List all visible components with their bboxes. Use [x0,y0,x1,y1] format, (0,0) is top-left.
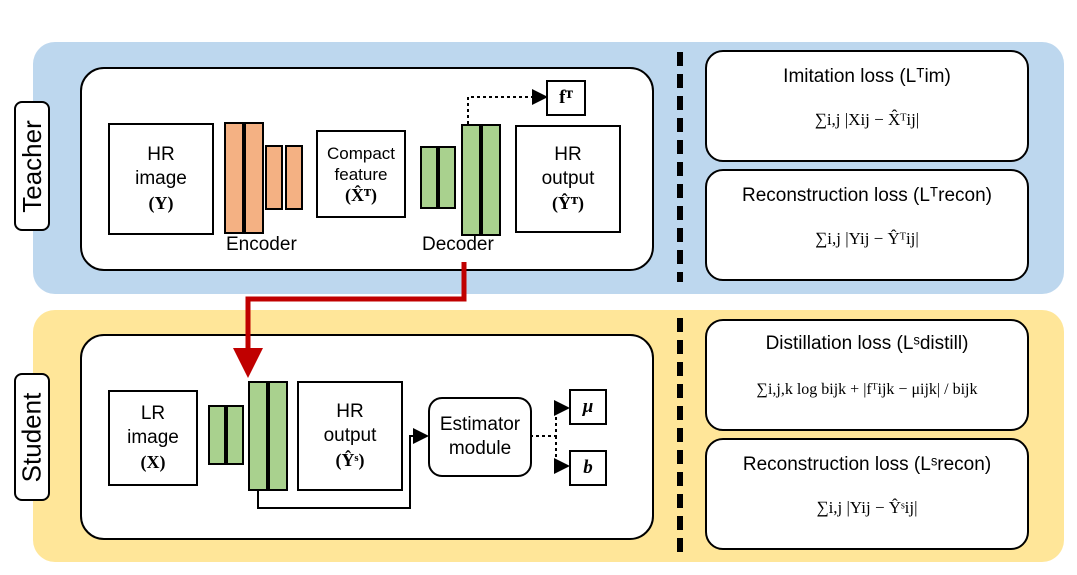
teacher-recon-loss-formula: ∑i,j |Yij − Ŷᵀij| [815,229,919,248]
mu-output: μ [569,389,607,425]
teacher-feature-output: fᵀ [546,80,586,116]
teacher-recon-loss-box: Reconstruction loss (Lᵀrecon) ∑i,j |Yij … [705,169,1029,281]
b-output: b [569,450,607,486]
teacher-hr-image-symbol: (Y) [148,193,174,213]
student-decoder-layer-4 [268,381,288,491]
imitation-loss-title: Imitation loss (Lᵀim) [783,66,951,87]
compact-feature-box: Compact feature (X̂ᵀ) [316,130,406,218]
teacher-hr-output-symbol: (Ŷᵀ) [552,193,584,213]
estimator-module: Estimator module [428,397,532,477]
encoder-layer-2 [244,122,264,234]
distillation-loss-box: Distillation loss (Lˢdistill) ∑i,j,k log… [705,319,1029,431]
imitation-loss-box: Imitation loss (Lᵀim) ∑i,j |Xij − X̂ᵀij| [705,50,1029,162]
teacher-recon-loss-title: Reconstruction loss (Lᵀrecon) [741,185,993,206]
student-decoder-layer-1 [208,405,226,465]
teacher-decoder-layer-2 [438,146,456,209]
teacher-decoder-layer-3 [461,124,481,236]
student-hr-output-box: HR output (Ŷˢ) [297,381,403,491]
feature-arrow [467,89,548,124]
mu-arrow [530,400,570,437]
estimator-input-arrow [257,428,429,509]
student-recon-loss-formula: ∑i,j |Yij − Ŷˢij| [816,498,918,517]
teacher-label-tag: Teacher [14,101,50,231]
encoder-label: Encoder [226,234,297,255]
teacher-hr-image-box: HR image (Y) [108,123,214,235]
student-label-tag: Student [14,373,50,501]
teacher-decoder-layer-4 [481,124,501,236]
student-recon-loss-box: Reconstruction loss (Lˢrecon) ∑i,j |Yij … [705,438,1029,550]
imitation-loss-formula: ∑i,j |Xij − X̂ᵀij| [814,110,920,129]
distillation-loss-formula: ∑i,j,k log bijk + |fᵀijk − μijk| / bijk [756,381,978,398]
teacher-decoder-layer-1 [420,146,438,209]
encoder-layer-3 [265,145,283,210]
student-recon-loss-title: Reconstruction loss (Lˢrecon) [742,454,992,475]
compact-feature-symbol: (X̂ᵀ) [345,184,377,205]
encoder-layer-1 [224,122,244,234]
encoder-layer-4 [285,145,303,210]
student-decoder-layer-2 [226,405,244,465]
teacher-hr-output-box: HR output (Ŷᵀ) [515,125,621,233]
student-lr-image-symbol: (X) [140,452,166,472]
student-decoder-layer-3 [248,381,268,491]
student-hr-output-symbol: (Ŷˢ) [335,450,365,470]
transfer-arrow [233,262,467,378]
b-arrow [554,436,570,474]
student-lr-image-box: LR image (X) [108,390,198,486]
distillation-loss-title: Distillation loss (Lˢdistill) [765,333,969,354]
decoder-label: Decoder [422,234,494,255]
